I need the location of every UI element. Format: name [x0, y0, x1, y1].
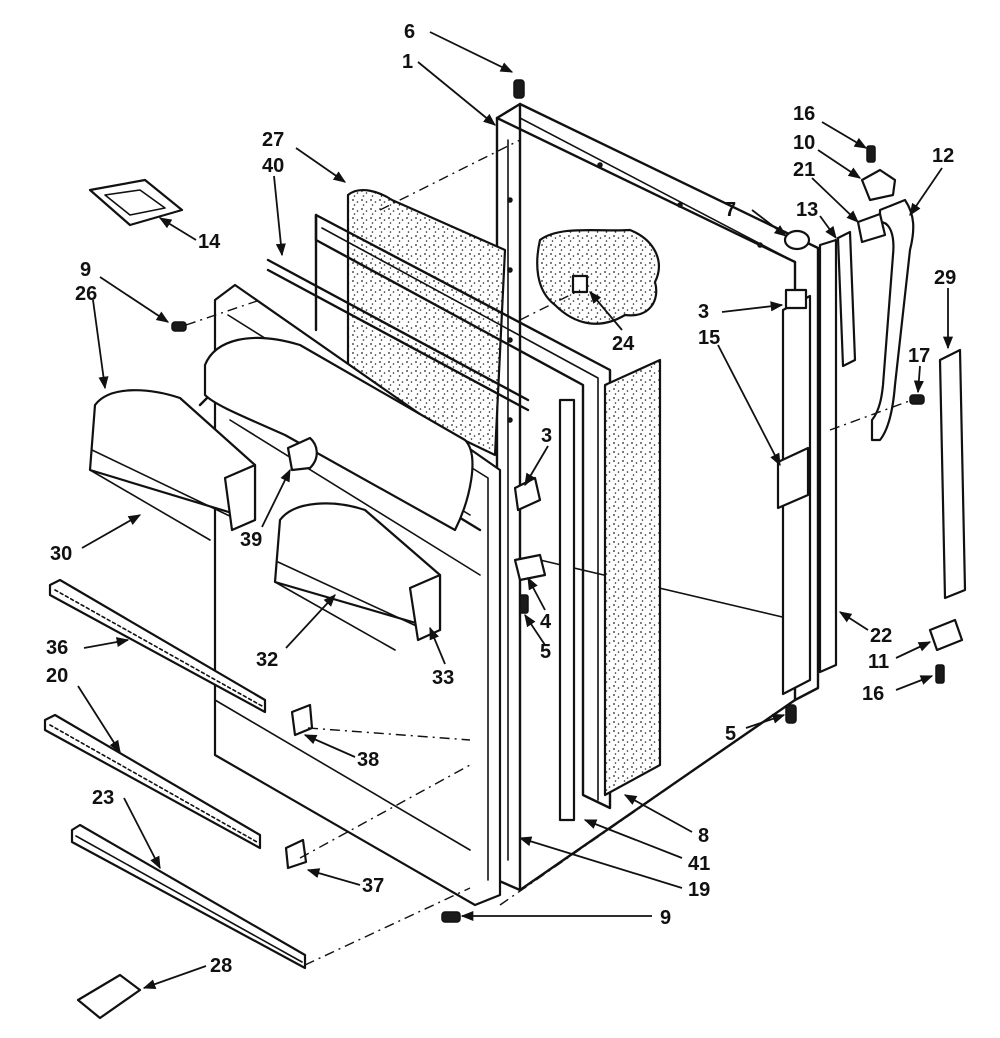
hinge-3-top: [784, 288, 808, 310]
hinge-3-mid: [513, 476, 542, 512]
callout-10: 10: [793, 132, 815, 154]
screw-17: [909, 394, 925, 405]
callout-19: 19: [688, 879, 710, 901]
plug-7: [783, 229, 811, 251]
callout-40: 40: [262, 155, 284, 177]
callout-8: 8: [698, 825, 709, 847]
callout-38: 38: [357, 749, 379, 771]
callout-39: 39: [240, 529, 262, 551]
alignment-lines: [185, 139, 913, 966]
callout-32: 32: [256, 649, 278, 671]
insulation-patch: [536, 228, 660, 325]
callout-12: 12: [932, 145, 954, 167]
shelf-rail-20: [43, 713, 262, 850]
insulation-board-right: [603, 358, 662, 797]
callout-27: 27: [262, 129, 284, 151]
callout-9-bottom: 9: [660, 907, 671, 929]
screw-9-bottom: [441, 911, 461, 923]
callout-labels: 6 1 27 40 14 9 26 24 16 10 21 12 7 13 29…: [46, 21, 956, 977]
trim-strip: [266, 258, 530, 412]
liner-top-shelf: [203, 336, 474, 532]
callout-14: 14: [198, 231, 221, 253]
callout-6: 6: [404, 21, 415, 43]
screw-5-bottom: [785, 704, 797, 724]
screw-6: [513, 79, 525, 99]
hinge-plate-21: [856, 212, 887, 244]
bottom-trim-23: [70, 823, 307, 970]
callout-7: 7: [725, 199, 736, 221]
callout-37: 37: [362, 875, 384, 897]
liner-insert: [558, 398, 576, 822]
seal-strip-22: [818, 238, 838, 674]
label-card-28: [76, 973, 142, 1020]
screw-16-bottom: [935, 664, 945, 684]
bin-support-39: [286, 436, 318, 472]
callout-22: 22: [870, 625, 892, 647]
butter-tray-14: [88, 178, 184, 227]
callout-23: 23: [92, 787, 114, 809]
callout-3-top: 3: [698, 301, 709, 323]
shelf-rail-36: [48, 578, 267, 714]
screw-5-mid: [519, 594, 529, 614]
callout-33: 33: [432, 667, 454, 689]
callout-29: 29: [934, 267, 956, 289]
callout-13: 13: [796, 199, 818, 221]
callout-11: 11: [868, 651, 889, 673]
callout-3-mid: 3: [541, 425, 552, 447]
hinge-strip: [776, 294, 812, 696]
callout-15: 15: [698, 327, 720, 349]
door-handle-12: [870, 198, 915, 442]
callout-1: 1: [402, 51, 413, 73]
hinge-bracket-11: [928, 618, 964, 652]
door-bin-lower: [273, 502, 442, 651]
callout-21: 21: [793, 159, 815, 181]
seal-strip-13: [836, 230, 857, 368]
callout-24: 24: [612, 333, 635, 355]
callout-4: 4: [540, 611, 552, 633]
callout-5-bottom: 5: [725, 723, 736, 745]
callout-16-bottom: 16: [862, 683, 884, 705]
callout-5-mid: 5: [540, 641, 551, 663]
bushing-4: [513, 553, 547, 582]
callout-leaders: [77, 31, 954, 989]
callout-30: 30: [50, 543, 72, 565]
callout-17: 17: [908, 345, 930, 367]
hinge-bracket-10: [860, 168, 897, 202]
door-bin-upper: [88, 389, 257, 541]
screw-16-top: [866, 145, 876, 163]
callout-36: 36: [46, 637, 68, 659]
callout-41: 41: [688, 853, 710, 875]
callout-16-top: 16: [793, 103, 815, 125]
door-gasket: [314, 213, 612, 810]
handle-trim-29: [938, 348, 967, 600]
callout-20: 20: [46, 665, 68, 687]
callout-28: 28: [210, 955, 232, 977]
screw-9-top: [171, 321, 187, 332]
rail-end-cap-37: [284, 838, 308, 870]
insulation-clip: [571, 274, 589, 294]
callout-9-top: 9: [80, 259, 91, 281]
callout-26: 26: [75, 283, 97, 305]
